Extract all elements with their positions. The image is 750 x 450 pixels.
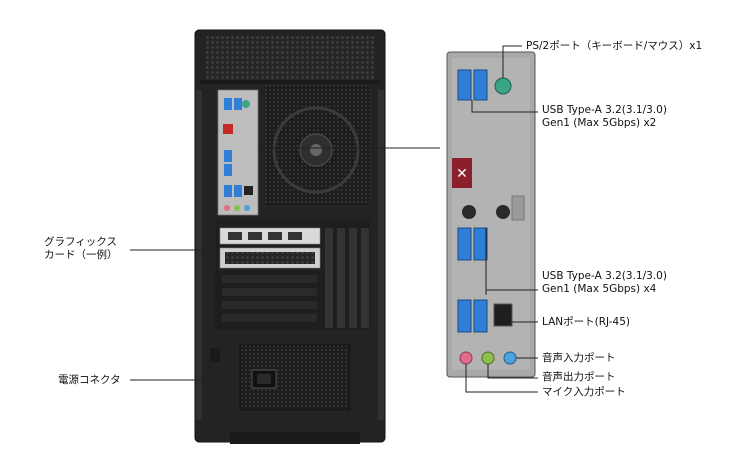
ps2-port-label: PS/2ポート（キーボード/マウス）x1 — [526, 40, 703, 52]
power-connector-label: 電源コネクタ — [58, 374, 121, 386]
graphics-card-label-line1: グラフィックス — [44, 236, 117, 248]
graphics-card-label-line2: カード（一例） — [44, 249, 118, 261]
usb-top-label-line2: Gen1 (Max 5Gbps) x2 — [542, 117, 657, 129]
power-supply — [210, 344, 351, 411]
usb-bottom-label-line2: Gen1 (Max 5Gbps) x4 — [542, 283, 657, 295]
expansion-slots — [215, 220, 370, 330]
usb-bottom-label-line1: USB Type-A 3.2(3.1/3.0) — [542, 270, 667, 282]
case-io-panel — [217, 89, 259, 216]
leader-lines — [130, 45, 538, 393]
usb-bottom-label: USB Type-A 3.2(3.1/3.0) Gen1 (Max 5Gbps)… — [542, 270, 667, 296]
io-shield: ✕ — [446, 51, 536, 378]
lan-port-label: LANポート(RJ-45) — [542, 316, 630, 328]
graphics-card-label: グラフィックス カード（一例） — [44, 236, 118, 262]
svg-text:✕: ✕ — [456, 166, 468, 182]
audio-in-label: 音声入力ポート — [542, 352, 616, 364]
rear-fan — [265, 85, 370, 205]
audio-out-label: 音声出力ポート — [542, 371, 616, 383]
usb-top-label: USB Type-A 3.2(3.1/3.0) Gen1 (Max 5Gbps)… — [542, 104, 667, 130]
mic-in-label: マイク入力ポート — [542, 386, 626, 398]
usb-top-label-line1: USB Type-A 3.2(3.1/3.0) — [542, 104, 667, 116]
